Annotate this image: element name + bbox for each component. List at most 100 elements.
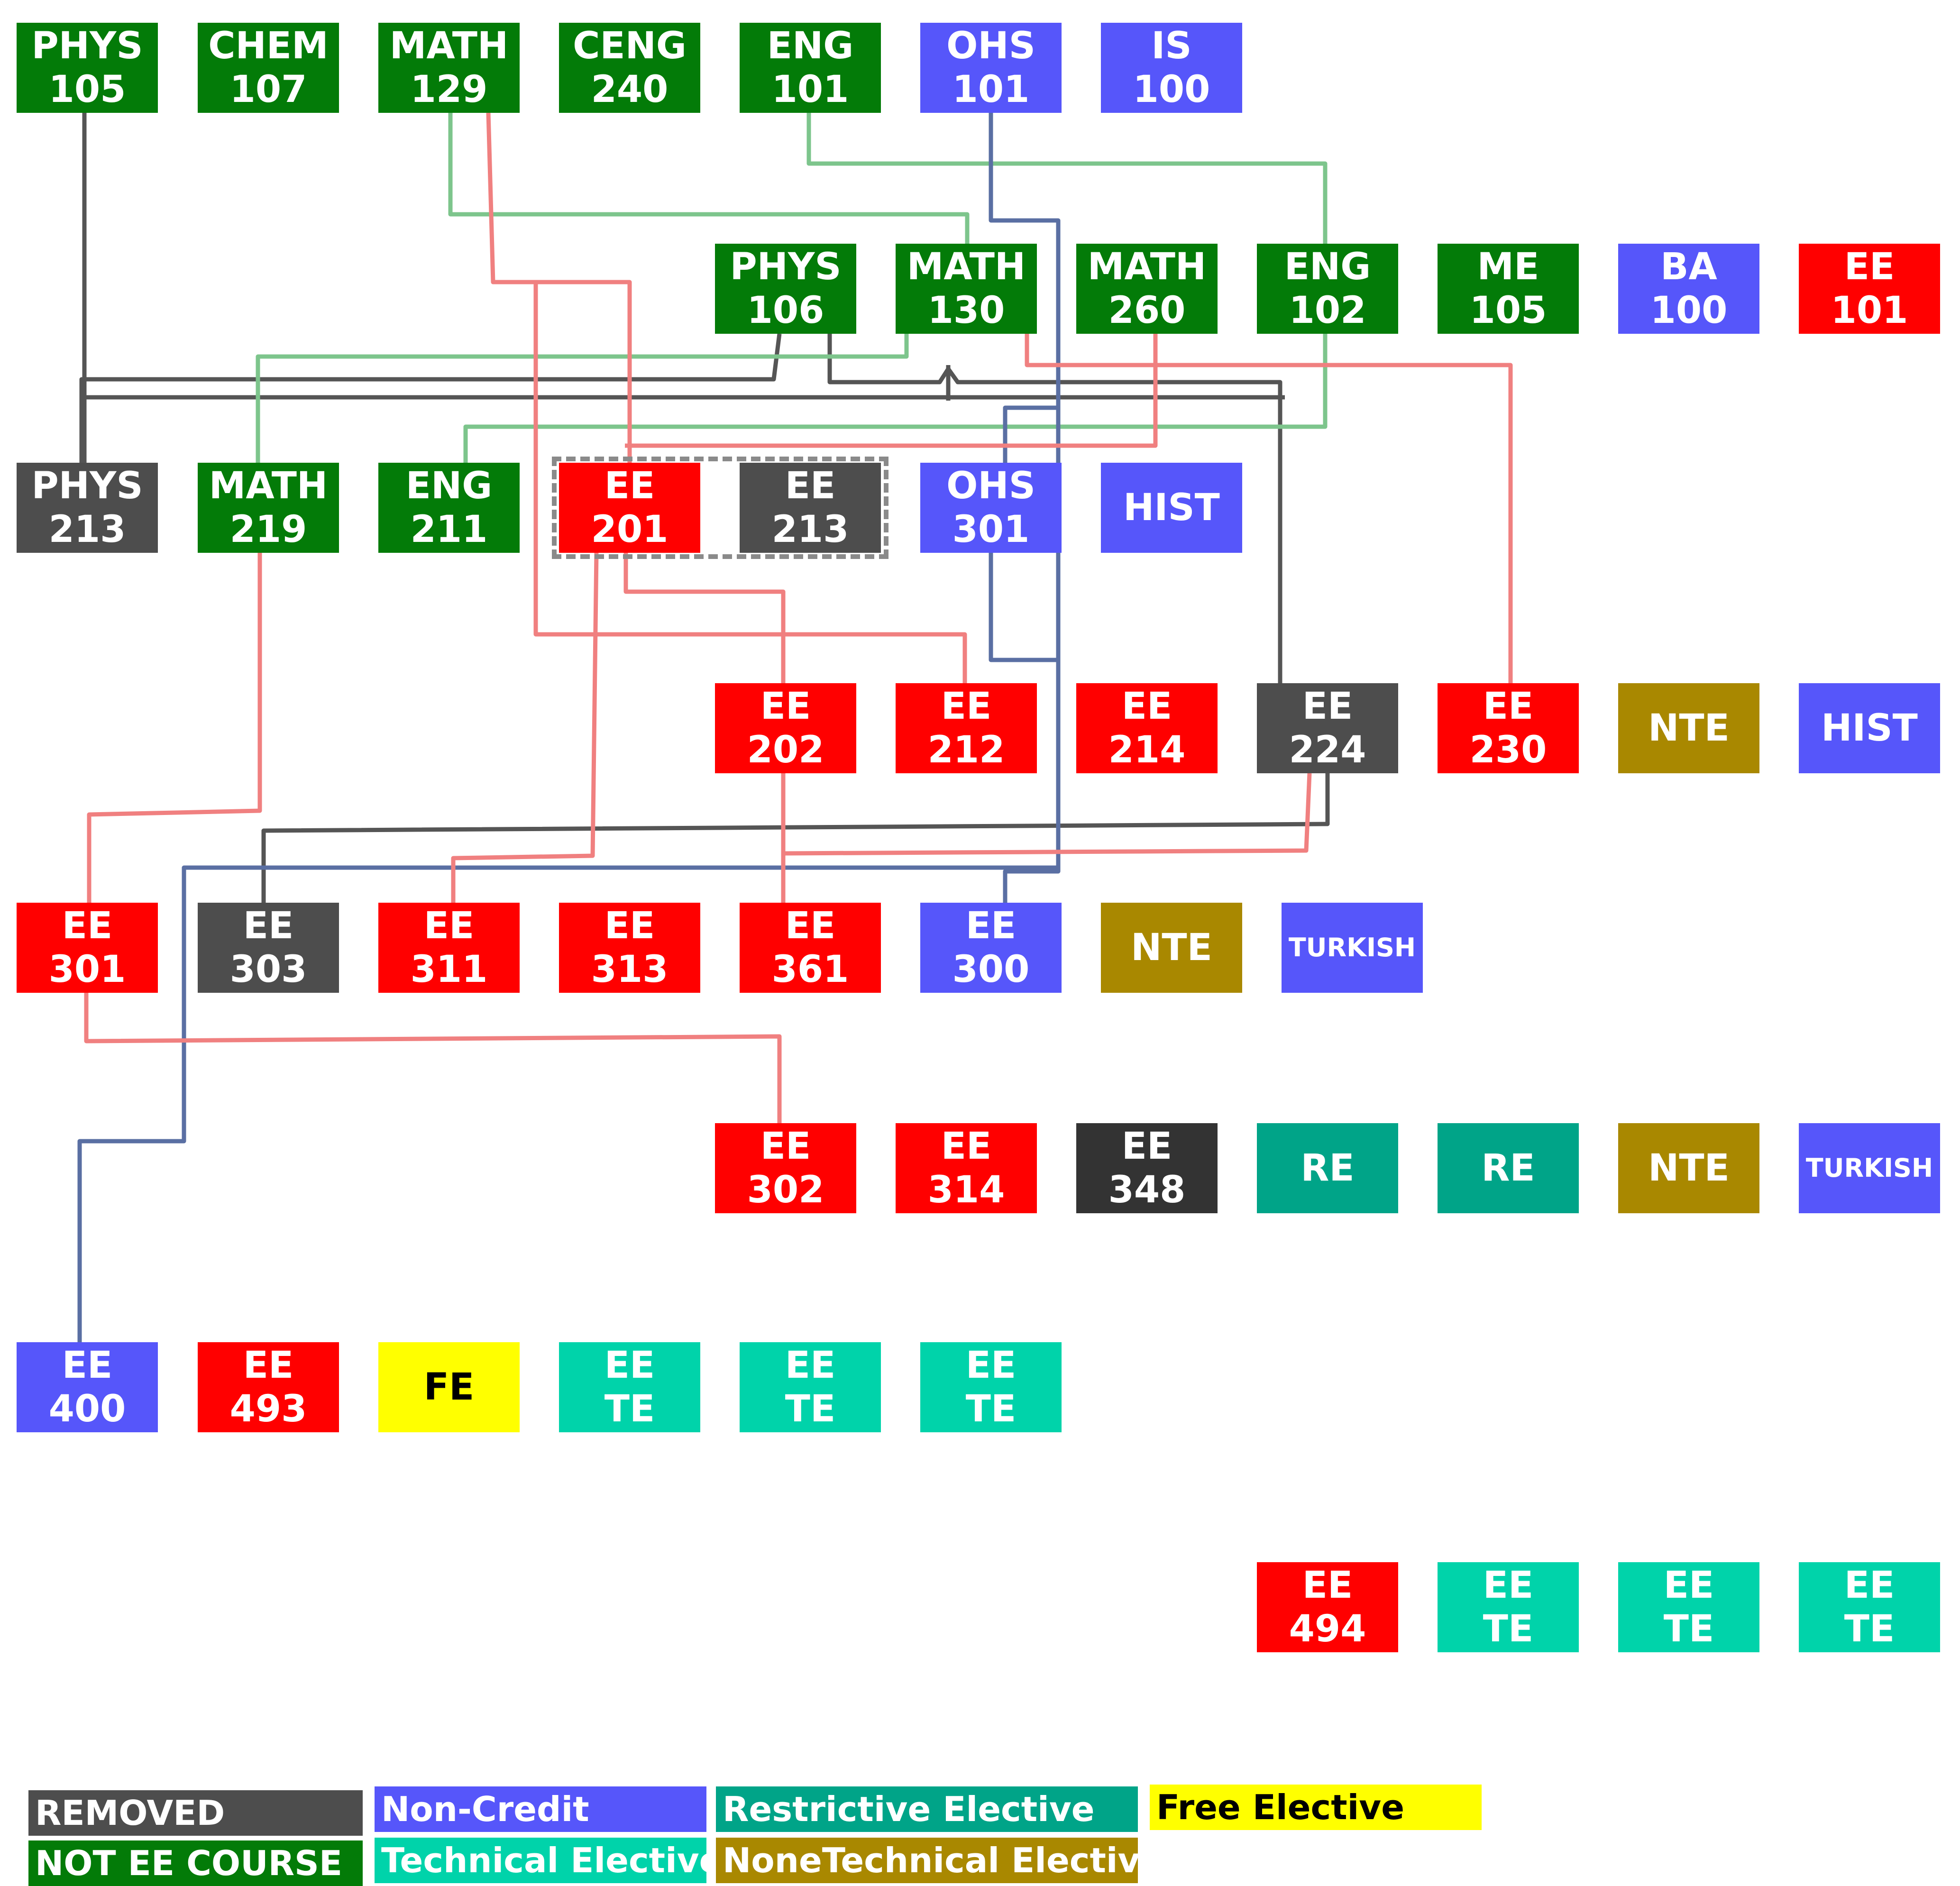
- course-ee201[interactable]: EE 201: [559, 463, 700, 553]
- course-ee101[interactable]: EE 101: [1799, 244, 1940, 334]
- course-number-label: TE: [965, 1388, 1017, 1430]
- course-ee301[interactable]: EE 301: [17, 903, 158, 993]
- course-code-label: CHEM: [208, 25, 329, 67]
- course-math130[interactable]: MATH 130: [896, 244, 1037, 334]
- legend-label: NOT EE COURSE: [35, 1843, 343, 1883]
- course-eng101[interactable]: ENG 101: [740, 23, 881, 113]
- course-math260[interactable]: MATH 260: [1076, 244, 1218, 334]
- link-math130-ee230: [1025, 334, 1513, 683]
- course-re[interactable]: RE: [1257, 1123, 1398, 1213]
- course-number-label: 313: [591, 948, 669, 991]
- course-chem107[interactable]: CHEM 107: [198, 23, 339, 113]
- course-turkish[interactable]: TURKISH: [1282, 903, 1423, 993]
- course-code-label: EE: [1302, 1564, 1353, 1607]
- course-is100[interactable]: IS 100: [1101, 23, 1242, 113]
- link-ee301-ee302: [84, 993, 782, 1123]
- course-phys105[interactable]: PHYS 105: [17, 23, 158, 113]
- course-code-label: EE: [785, 465, 836, 507]
- course-ee400[interactable]: EE 400: [17, 1342, 158, 1432]
- course-ee314[interactable]: EE 314: [896, 1123, 1037, 1213]
- link-ohs301-ee400: [77, 553, 1061, 1342]
- course-code-label: EE: [785, 905, 836, 947]
- course-nte[interactable]: NTE: [1618, 683, 1759, 773]
- course-code-label: EE: [1844, 246, 1895, 288]
- course-number-label: 101: [1831, 289, 1908, 332]
- course-ee213[interactable]: EE 213: [740, 463, 881, 553]
- course-nte[interactable]: NTE: [1101, 903, 1242, 993]
- legend-label: Non-Credit: [381, 1789, 589, 1829]
- course-number-label: 100: [1650, 289, 1728, 332]
- course-ohs301[interactable]: OHS 301: [920, 463, 1062, 553]
- course-eng102[interactable]: ENG 102: [1257, 244, 1398, 334]
- course-number-label: 107: [229, 68, 307, 111]
- course-ee311[interactable]: EE 311: [378, 903, 520, 993]
- course-number-label: 361: [771, 948, 849, 991]
- course-hist[interactable]: HIST: [1101, 463, 1242, 553]
- course-ceng240[interactable]: CENG 240: [559, 23, 700, 113]
- course-number-label: 202: [747, 729, 824, 771]
- course-number-label: 213: [48, 508, 126, 551]
- course-me105[interactable]: ME 105: [1438, 244, 1579, 334]
- course-ee302[interactable]: EE 302: [715, 1123, 856, 1213]
- course-math129[interactable]: MATH 129: [378, 23, 520, 113]
- course-ee-te[interactable]: EE TE: [920, 1342, 1062, 1432]
- course-ee202[interactable]: EE 202: [715, 683, 856, 773]
- course-code-label: PHYS: [31, 25, 143, 67]
- course-ee212[interactable]: EE 212: [896, 683, 1037, 773]
- course-phys213[interactable]: PHYS 213: [17, 463, 158, 553]
- course-ee313[interactable]: EE 313: [559, 903, 700, 993]
- course-code-label: ENG: [1284, 246, 1371, 288]
- course-code-label: MATH: [389, 25, 509, 67]
- course-ee361[interactable]: EE 361: [740, 903, 881, 993]
- course-number-label: 219: [229, 508, 307, 551]
- course-fe[interactable]: FE: [378, 1342, 520, 1432]
- course-ba100[interactable]: BA 100: [1618, 244, 1759, 334]
- course-ohs101[interactable]: OHS 101: [920, 23, 1062, 113]
- course-code-label: MATH: [907, 246, 1026, 288]
- course-re[interactable]: RE: [1438, 1123, 1579, 1213]
- course-nte[interactable]: NTE: [1618, 1123, 1759, 1213]
- course-ee-te[interactable]: EE TE: [1438, 1562, 1579, 1652]
- course-code-label: BA: [1660, 246, 1717, 288]
- course-code-label: NTE: [1131, 926, 1212, 969]
- course-code-label: RE: [1481, 1147, 1535, 1190]
- course-number-label: 101: [771, 68, 849, 111]
- course-ee300[interactable]: EE 300: [920, 903, 1062, 993]
- course-code-label: EE: [423, 905, 475, 947]
- course-number-label: 105: [48, 68, 126, 111]
- course-code-label: EE: [760, 1125, 811, 1168]
- course-code-label: PHYS: [730, 246, 842, 288]
- course-code-label: IS: [1151, 25, 1192, 67]
- course-ee214[interactable]: EE 214: [1076, 683, 1218, 773]
- course-number-label: 129: [410, 68, 488, 111]
- legend-label: REMOVED: [35, 1793, 225, 1833]
- course-eng211[interactable]: ENG 211: [378, 463, 520, 553]
- course-number-label: 105: [1469, 289, 1547, 332]
- course-ee494[interactable]: EE 494: [1257, 1562, 1398, 1652]
- link-math129-ee212: [533, 282, 967, 683]
- legend-technical-elective: Technical Elective: [375, 1838, 706, 1883]
- course-math219[interactable]: MATH 219: [198, 463, 339, 553]
- course-ee-te[interactable]: EE TE: [1618, 1562, 1759, 1652]
- course-ee348[interactable]: EE 348: [1076, 1123, 1218, 1213]
- course-ee-te[interactable]: EE TE: [559, 1342, 700, 1432]
- course-code-label: CENG: [573, 25, 687, 67]
- course-turkish[interactable]: TURKISH: [1799, 1123, 1940, 1213]
- link-eng101-eng102: [806, 113, 1328, 244]
- course-ee-te[interactable]: EE TE: [740, 1342, 881, 1432]
- course-ee493[interactable]: EE 493: [198, 1342, 339, 1432]
- course-ee303[interactable]: EE 303: [198, 903, 339, 993]
- link-math219-ee301: [87, 553, 262, 903]
- course-code-label: EE: [760, 685, 811, 728]
- course-number-label: 100: [1133, 68, 1210, 111]
- course-code-label: EE: [785, 1344, 836, 1387]
- legend-free-elective: Free Elective: [1150, 1785, 1482, 1830]
- course-ee224[interactable]: EE 224: [1257, 683, 1398, 773]
- course-code-label: HIST: [1123, 486, 1220, 529]
- legend-label: Free Elective: [1156, 1787, 1405, 1827]
- course-hist[interactable]: HIST: [1799, 683, 1940, 773]
- course-code-label: TURKISH: [1288, 933, 1416, 962]
- course-ee230[interactable]: EE 230: [1438, 683, 1579, 773]
- course-phys106[interactable]: PHYS 106: [715, 244, 856, 334]
- course-ee-te[interactable]: EE TE: [1799, 1562, 1940, 1652]
